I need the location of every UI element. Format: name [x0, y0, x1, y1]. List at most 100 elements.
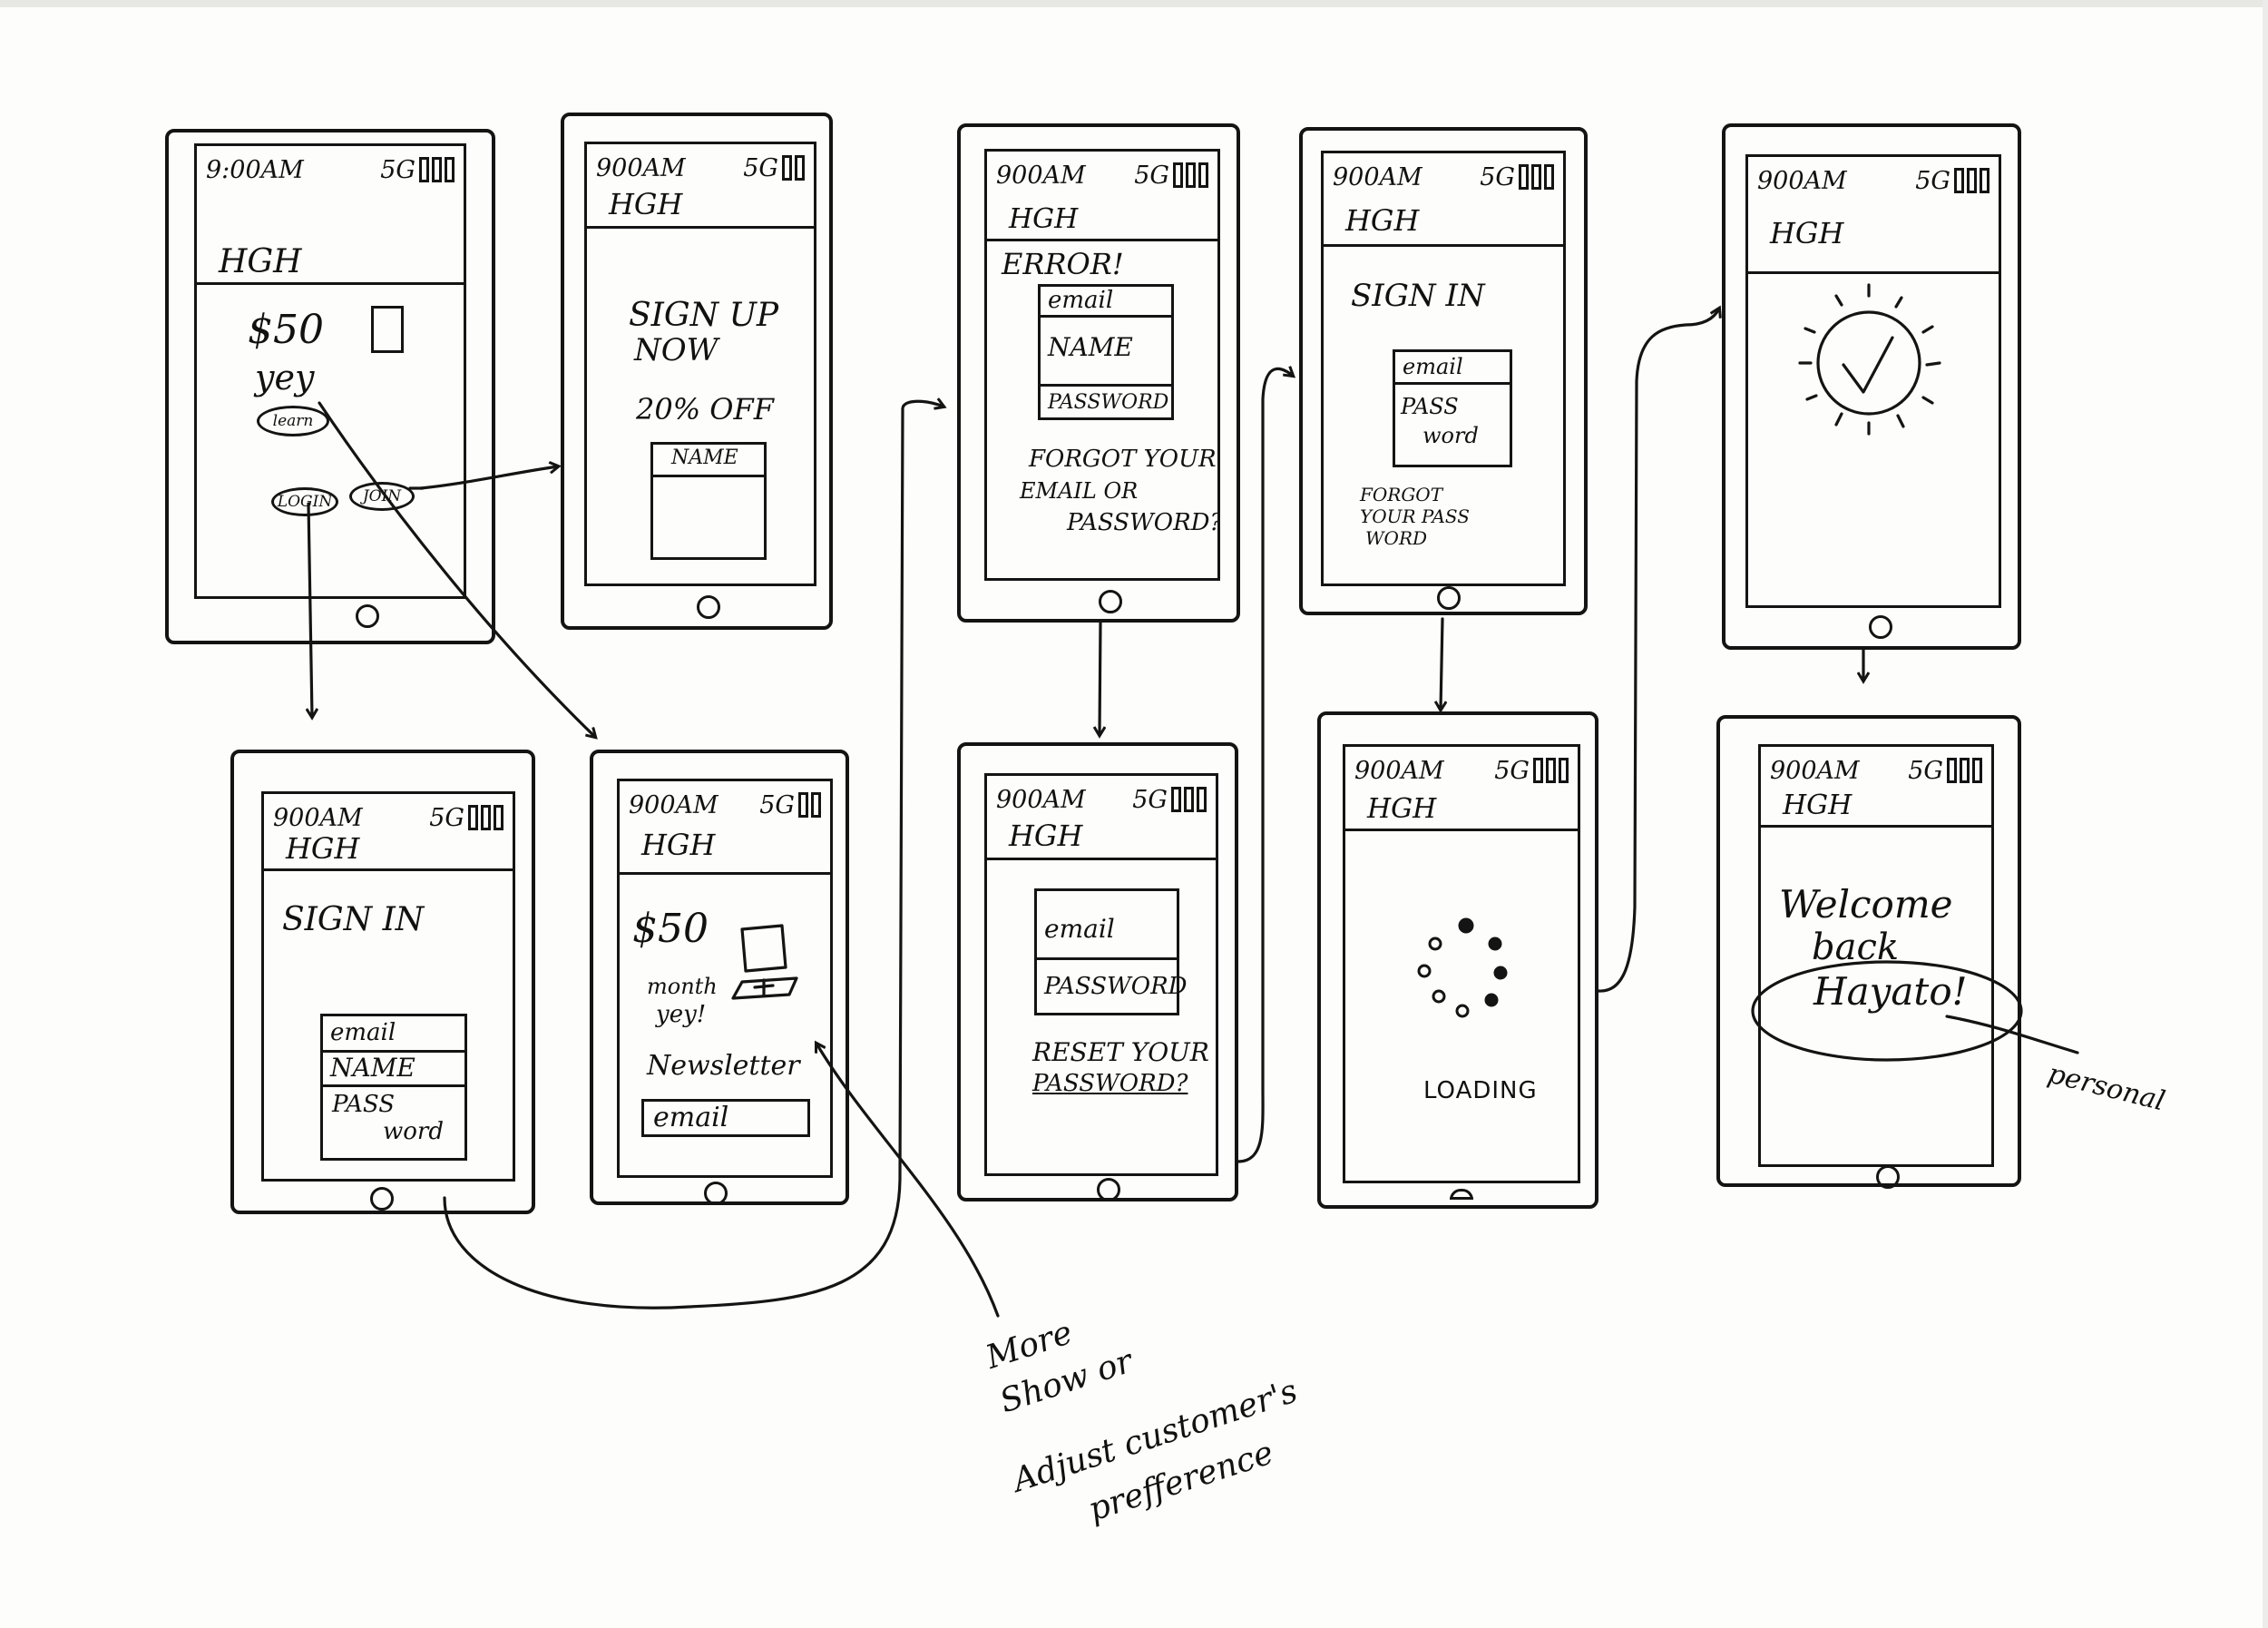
status-bar: 900AM 5G — [1354, 752, 1569, 789]
header-divider — [620, 872, 830, 875]
brand-logo: HGH — [1770, 216, 1844, 250]
forgot-line-1[interactable]: FORGOT — [1360, 484, 1443, 505]
phone-welcome: 900AM 5G HGH Welcome back Hayato! — [1716, 715, 2021, 1189]
phone-signup: 900AM 5G HGH SIGN UP NOW 20% OFF NAME — [561, 113, 833, 630]
phone-newsletter: 900AM 5G HGH $50 month yey! Newsletter e… — [590, 750, 849, 1205]
status-time: 900AM — [273, 803, 363, 832]
screen-loading: 900AM 5G HGH LOADING — [1343, 744, 1580, 1183]
email-field[interactable]: email — [1037, 909, 1177, 960]
home-button-icon[interactable] — [704, 1182, 728, 1205]
signup-form: NAME — [650, 442, 767, 560]
brand-logo: HGH — [1009, 819, 1083, 853]
home-button-icon[interactable] — [356, 604, 379, 628]
brand-logo: HGH — [1009, 203, 1079, 235]
status-network: 5G — [429, 803, 464, 832]
status-bar: 900AM 5G — [273, 799, 503, 836]
status-network: 5G — [759, 790, 795, 819]
battery-icon — [1954, 168, 1989, 193]
brand-logo: HGH — [609, 187, 683, 221]
home-button-icon[interactable] — [1097, 1178, 1120, 1201]
phone-signin-bottom: 900AM 5G HGH SIGN IN email NAME PASS wor… — [230, 750, 535, 1214]
battery-icon — [1173, 162, 1208, 188]
header-divider — [197, 282, 464, 285]
brand-logo: HGH — [1367, 793, 1437, 825]
signin-form: email NAME PASS word — [320, 1014, 467, 1161]
paper-edge-right — [2263, 0, 2268, 1628]
status-network: 5G — [743, 153, 778, 182]
password-field-line-2[interactable]: word — [1422, 423, 1479, 448]
brand-logo: HGH — [219, 243, 302, 280]
home-button-icon[interactable] — [1876, 1165, 1900, 1189]
status-network: 5G — [1134, 161, 1169, 190]
brand-logo: HGH — [286, 831, 360, 866]
status-time: 9:00AM — [206, 155, 304, 184]
phone-home: 9:00AM 5G HGH $50 yey learn LOGIN JOIN — [165, 129, 495, 644]
password-field[interactable]: PASSWORD — [1048, 391, 1169, 414]
promo-price-sub-1: month — [647, 974, 718, 999]
home-button-icon[interactable] — [370, 1187, 394, 1211]
battery-icon — [419, 157, 455, 182]
forgot-line-2[interactable]: EMAIL OR — [1020, 478, 1139, 504]
header-divider — [1324, 244, 1563, 247]
status-time: 900AM — [1333, 162, 1422, 191]
join-button[interactable]: JOIN — [349, 482, 415, 511]
forgot-line-2[interactable]: YOUR PASS — [1360, 505, 1470, 527]
home-button-icon[interactable] — [1450, 1189, 1473, 1200]
welcome-user-name: Hayato! — [1813, 969, 1968, 1014]
email-field[interactable]: email — [1041, 287, 1171, 318]
brand-logo: HGH — [1783, 789, 1853, 821]
login-button[interactable]: LOGIN — [271, 487, 338, 516]
status-time: 900AM — [1770, 756, 1860, 785]
forgot-line-1[interactable]: FORGOT YOUR — [1029, 446, 1217, 473]
home-button-icon[interactable] — [1437, 586, 1461, 610]
screen-success: 900AM 5G HGH — [1745, 154, 2001, 608]
reset-line-2[interactable]: PASSWORD? — [1032, 1070, 1188, 1097]
email-field[interactable]: email — [1395, 352, 1510, 385]
battery-icon — [1533, 758, 1569, 783]
header-divider — [987, 858, 1216, 860]
learn-button[interactable]: learn — [257, 406, 329, 436]
status-time: 900AM — [629, 790, 719, 819]
promo-price: $50 — [632, 906, 709, 952]
email-field[interactable]: email — [641, 1099, 810, 1137]
password-field[interactable]: PASSWORD — [1044, 973, 1188, 1000]
name-field[interactable]: NAME — [1041, 318, 1171, 387]
email-field[interactable]: email — [323, 1016, 464, 1053]
name-field[interactable]: NAME — [653, 445, 764, 477]
screen-reset: 900AM 5G HGH email PASSWORD RESET YOUR P… — [984, 773, 1218, 1176]
password-field-line-1[interactable]: PASS — [332, 1091, 396, 1118]
signin-title: SIGN IN — [1351, 278, 1485, 314]
email-field-label: email — [653, 1102, 729, 1133]
signup-discount: 20% OFF — [636, 392, 774, 427]
header-divider — [587, 226, 814, 229]
status-network: 5G — [1132, 785, 1168, 814]
status-bar: 900AM 5G — [996, 781, 1207, 818]
forgot-line-3[interactable]: PASSWORD? — [1067, 509, 1220, 536]
status-bar: 9:00AM 5G — [206, 152, 455, 188]
reset-line-1[interactable]: RESET YOUR — [1032, 1037, 1209, 1067]
status-time: 900AM — [1354, 756, 1444, 785]
arrow-loading-to-success — [1597, 309, 1719, 993]
password-field-line-2[interactable]: word — [383, 1118, 444, 1145]
status-network: 5G — [1915, 166, 1950, 195]
home-button-icon[interactable] — [1099, 590, 1122, 613]
forgot-line-3[interactable]: WORD — [1365, 527, 1428, 549]
promo-image-placeholder — [371, 306, 404, 353]
battery-icon — [1171, 787, 1207, 812]
password-field-line-1[interactable]: PASS — [1401, 394, 1459, 419]
battery-icon — [468, 805, 503, 830]
home-button-icon[interactable] — [697, 595, 720, 619]
home-button-icon[interactable] — [1869, 615, 1892, 639]
screen-signin-top: 900AM 5G HGH SIGN IN email PASS word FOR… — [1321, 151, 1566, 586]
reset-form: email PASSWORD — [1034, 888, 1188, 1015]
phone-loading: 900AM 5G HGH LOADING — [1317, 711, 1598, 1209]
phone-reset: 900AM 5G HGH email PASSWORD RESET YOUR P… — [957, 742, 1238, 1201]
name-field[interactable]: NAME — [323, 1053, 464, 1087]
screen-home: 9:00AM 5G HGH $50 yey learn LOGIN JOIN — [194, 143, 466, 599]
error-title: ERROR! — [1002, 247, 1124, 281]
status-bar: 900AM 5G — [596, 150, 805, 186]
status-time: 900AM — [996, 161, 1086, 190]
screen-signup: 900AM 5G HGH SIGN UP NOW 20% OFF NAME — [584, 142, 816, 586]
status-bar: 900AM 5G — [1333, 159, 1554, 195]
